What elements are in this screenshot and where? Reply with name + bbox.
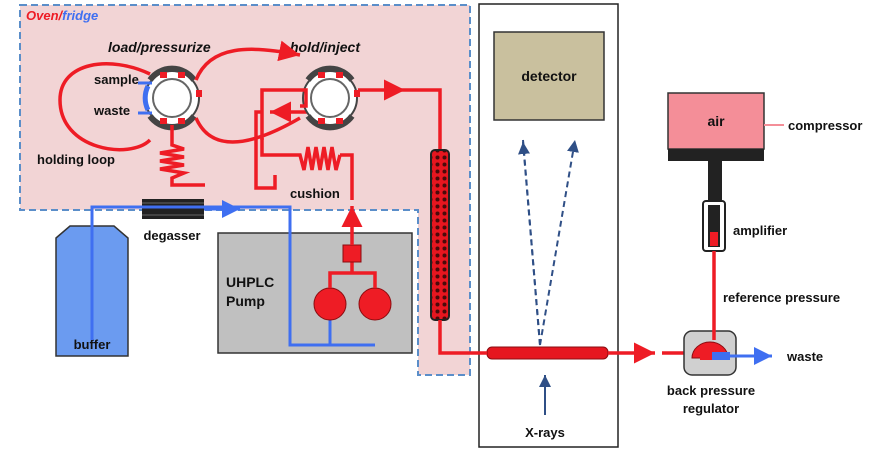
reference-pressure-label: reference pressure xyxy=(723,290,840,305)
amplifier-label: amplifier xyxy=(733,223,787,238)
valve-transfer-loop xyxy=(194,40,301,81)
compressor-label: compressor xyxy=(788,118,862,133)
cushion-coil xyxy=(260,138,342,171)
holding-loop-coil xyxy=(159,125,205,187)
xrays-label: X-rays xyxy=(525,425,565,440)
pump-head-left xyxy=(313,287,347,321)
pump-label-line1: UHPLC xyxy=(226,274,274,290)
buffer-label: buffer xyxy=(74,337,111,352)
chromatography-column xyxy=(430,149,450,321)
bpr-label-line1: back pressure xyxy=(667,383,755,398)
load-pressurize-label: load/pressurize xyxy=(108,39,211,55)
hold-inject-label: hold/inject xyxy=(290,39,361,55)
uhplc-pump xyxy=(217,232,413,354)
cushion-label: cushion xyxy=(290,186,340,201)
detector-label: detector xyxy=(521,68,577,84)
air-reservoir xyxy=(667,92,765,150)
waste-out-label: waste xyxy=(786,349,823,364)
sample-label: sample xyxy=(94,72,139,87)
sample-capillary xyxy=(486,346,609,360)
pump-mixer xyxy=(342,244,362,263)
degasser xyxy=(142,199,204,219)
pump-head-right xyxy=(358,287,392,321)
waste-valve-label: waste xyxy=(93,103,130,118)
oven-fridge-title: Oven/fridge xyxy=(26,8,98,23)
buffer-line xyxy=(90,205,375,347)
degasser-label: degasser xyxy=(143,228,200,243)
air-label: air xyxy=(707,113,725,129)
detector-box xyxy=(493,31,605,121)
pump-label-line2: Pump xyxy=(226,293,265,309)
holding-loop-label: holding loop xyxy=(37,152,115,167)
bpr-label-line2: regulator xyxy=(683,401,739,416)
